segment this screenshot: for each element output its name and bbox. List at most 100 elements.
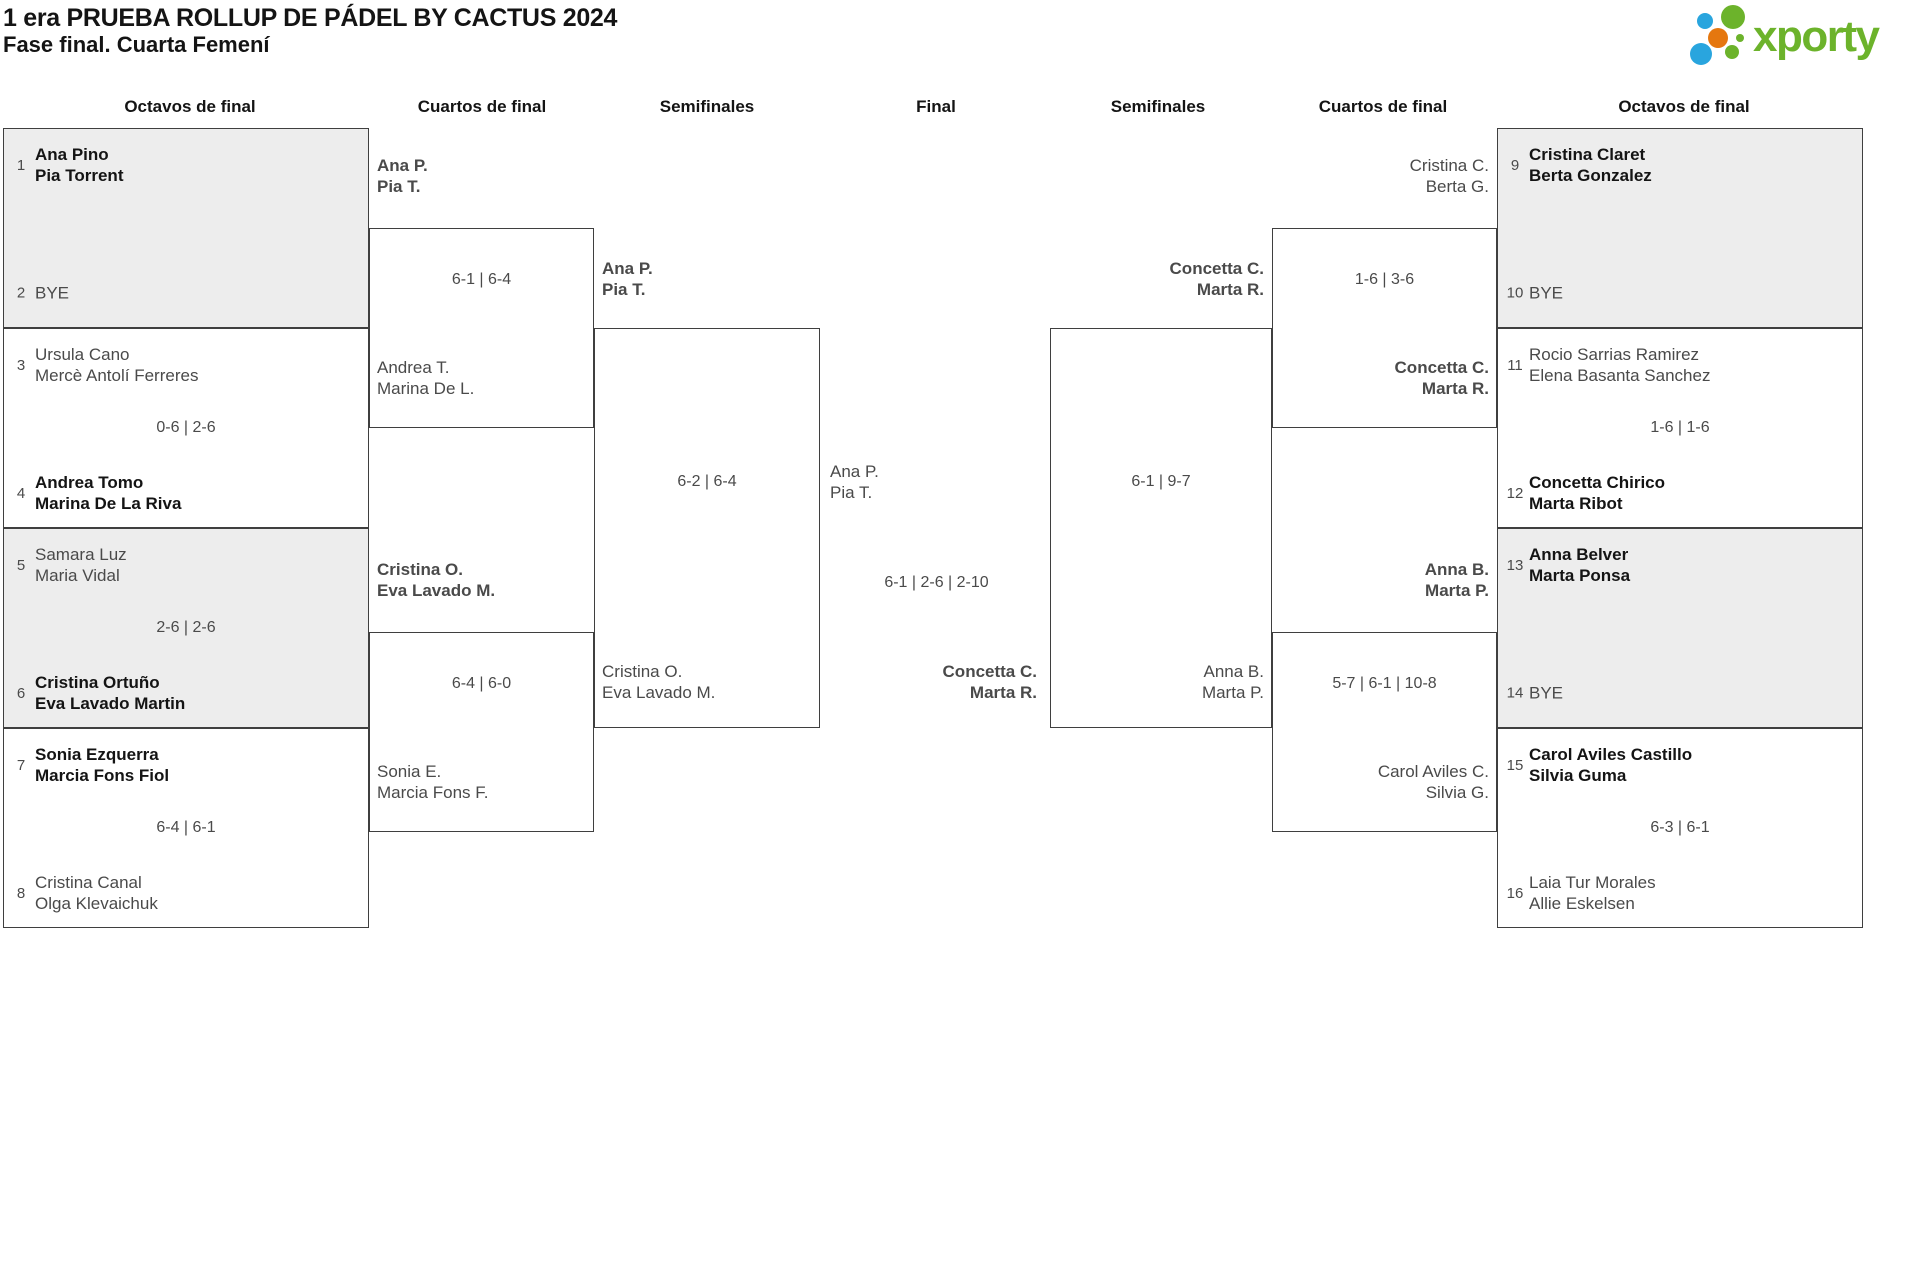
- sf-left-entrant-2: Cristina O.Eva Lavado M.: [602, 662, 716, 702]
- team-slot: 2 BYE: [12, 283, 69, 304]
- seed-number: 5: [16, 556, 26, 574]
- team-names: BYE: [35, 283, 70, 303]
- logo-dot-blue-large-icon: [1690, 43, 1712, 65]
- seed-number: 13: [1506, 556, 1524, 574]
- qf-left-1-score: 6-1 | 6-4: [451, 271, 512, 288]
- qf-right-2-entrant-2: Carol Aviles C.Silvia G.: [1377, 762, 1489, 802]
- logo-dot-green-large-icon: [1721, 5, 1745, 29]
- round-header-octavos-right: Octavos de final: [1618, 97, 1750, 116]
- final-entrant-1: Ana P.Pia T.: [830, 462, 879, 502]
- qf-left-1-entrant-2: Andrea T.Marina De L.: [377, 358, 475, 398]
- sf-right-entrant-2: Anna B.Marta P.: [1201, 662, 1264, 702]
- seed-number: 15: [1506, 756, 1524, 774]
- sf-left-entrant-1: Ana P.Pia T.: [602, 259, 653, 299]
- qf-left-2-entrant-1: Cristina O.Eva Lavado M.: [377, 560, 496, 600]
- qf-right-1-score: 1-6 | 3-6: [1354, 271, 1415, 288]
- match-box-sf-right: [1050, 328, 1272, 728]
- match-score: 1-6 | 1-6: [1650, 419, 1710, 436]
- seed-number: 7: [16, 756, 26, 774]
- match-box-qf-left-2: [369, 632, 594, 832]
- xporty-logo: xporty: [1686, 2, 1918, 74]
- match-box-qf-right-2: [1272, 632, 1497, 832]
- match-box-qf-left-1: [369, 228, 594, 428]
- sf-right-score: 6-1 | 9-7: [1131, 473, 1191, 490]
- qf-right-1-entrant-2: Concetta C.Marta R.: [1394, 358, 1489, 398]
- seed-number: 11: [1507, 356, 1523, 374]
- round-header-semis-left: Semifinales: [659, 97, 755, 116]
- seed-number: 16: [1506, 884, 1524, 902]
- team-slot: 10 BYE: [1506, 283, 1563, 304]
- seed-number: 6: [16, 684, 26, 702]
- final-entrant-2: Concetta C.Marta R.: [942, 662, 1037, 702]
- sf-right-entrant-1: Concetta C.Marta R.: [1169, 259, 1264, 299]
- qf-left-1-entrant-1: Ana P.Pia T.: [377, 156, 428, 196]
- match-score: 6-4 | 6-1: [156, 819, 216, 836]
- round-header-final: Final: [916, 97, 956, 116]
- qf-right-2-entrant-1: Anna B.Marta P.: [1424, 560, 1489, 600]
- seed-number: 1: [16, 156, 26, 174]
- round-header-cuartos-right: Cuartos de final: [1318, 97, 1448, 116]
- qf-left-2-entrant-2: Sonia E.Marcia Fons F.: [377, 762, 489, 802]
- team-names: BYE: [1529, 283, 1564, 303]
- match-box-qf-right-1: [1272, 228, 1497, 428]
- team-slot: 14 BYE: [1506, 683, 1563, 704]
- seed-number: 4: [16, 484, 26, 502]
- match-score: 6-3 | 6-1: [1650, 819, 1710, 836]
- team-names: BYE: [1529, 683, 1564, 703]
- round-header-cuartos-left: Cuartos de final: [417, 97, 547, 116]
- match-box-sf-left: [594, 328, 820, 728]
- logo-dot-orange-icon: [1708, 28, 1728, 48]
- seed-number: 12: [1506, 484, 1524, 502]
- logo-brand-text: xporty: [1753, 12, 1880, 61]
- round-header-semis-right: Semifinales: [1110, 97, 1206, 116]
- page-subtitle: Fase final. Cuarta Femení: [3, 32, 270, 57]
- logo-dot-blue-small-icon: [1697, 13, 1713, 29]
- logo-dot-green-small-icon: [1725, 45, 1739, 59]
- final-score: 6-1 | 2-6 | 2-10: [884, 574, 989, 591]
- seed-number: 2: [16, 284, 26, 302]
- seed-number: 9: [1510, 156, 1520, 174]
- qf-right-2-score: 5-7 | 6-1 | 10-8: [1332, 675, 1437, 692]
- logo-dot-green-tiny-icon: [1736, 34, 1744, 42]
- seed-number: 3: [16, 356, 26, 374]
- page-title: 1 era PRUEBA ROLLUP DE PÁDEL BY CACTUS 2…: [3, 4, 618, 32]
- seed-number: 14: [1506, 684, 1524, 702]
- sf-left-score: 6-2 | 6-4: [677, 473, 737, 490]
- seed-number: 10: [1506, 284, 1524, 302]
- qf-right-1-entrant-1: Cristina C.Berta G.: [1409, 156, 1489, 196]
- round-header-octavos-left: Octavos de final: [124, 97, 256, 116]
